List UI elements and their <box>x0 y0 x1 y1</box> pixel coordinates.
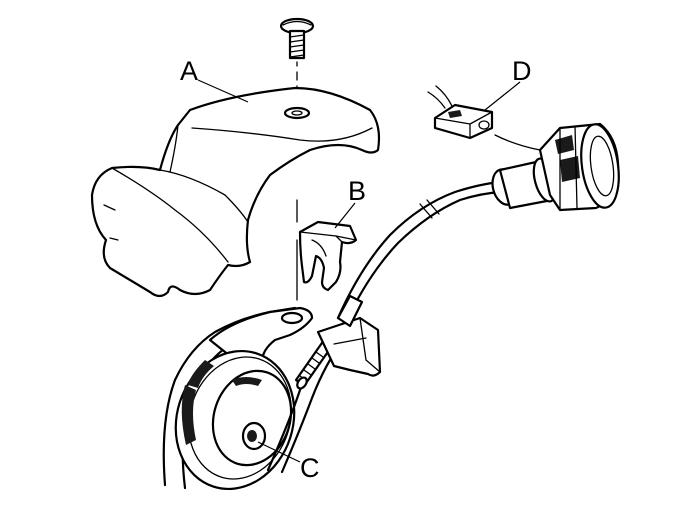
callout-c: C <box>300 453 320 483</box>
clip-part-b <box>298 220 358 292</box>
callout-d: D <box>512 56 532 86</box>
leader-line-c <box>257 441 301 463</box>
cover-part-a <box>90 86 381 298</box>
callout-b: B <box>348 176 366 206</box>
callout-a: A <box>180 56 198 86</box>
leader-line-d <box>484 81 521 111</box>
drum-part-c <box>162 306 382 491</box>
leader-line-a <box>197 79 249 103</box>
leader-line-b <box>334 202 356 229</box>
cable-sensor-part-d <box>336 85 620 328</box>
